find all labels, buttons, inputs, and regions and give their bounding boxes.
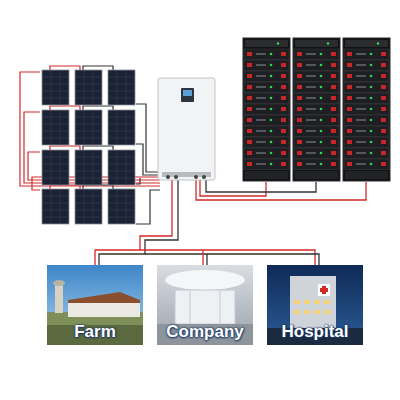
place-label: Company <box>166 322 243 342</box>
place-photo: Farm <box>47 265 143 345</box>
load-wiring <box>95 180 319 265</box>
place-label: Hospital <box>281 322 348 342</box>
farm-photo <box>47 265 143 345</box>
hospital-photo <box>267 265 363 345</box>
inverter <box>158 78 215 180</box>
panel-wiring <box>20 66 160 224</box>
place-photo: Company <box>157 265 253 345</box>
solar-array <box>42 70 135 224</box>
company-photo <box>157 265 253 345</box>
battery-racks <box>243 38 390 181</box>
place-label: Farm <box>74 322 116 342</box>
battery-wiring <box>196 180 366 200</box>
place-photo: Hospital <box>267 265 363 345</box>
